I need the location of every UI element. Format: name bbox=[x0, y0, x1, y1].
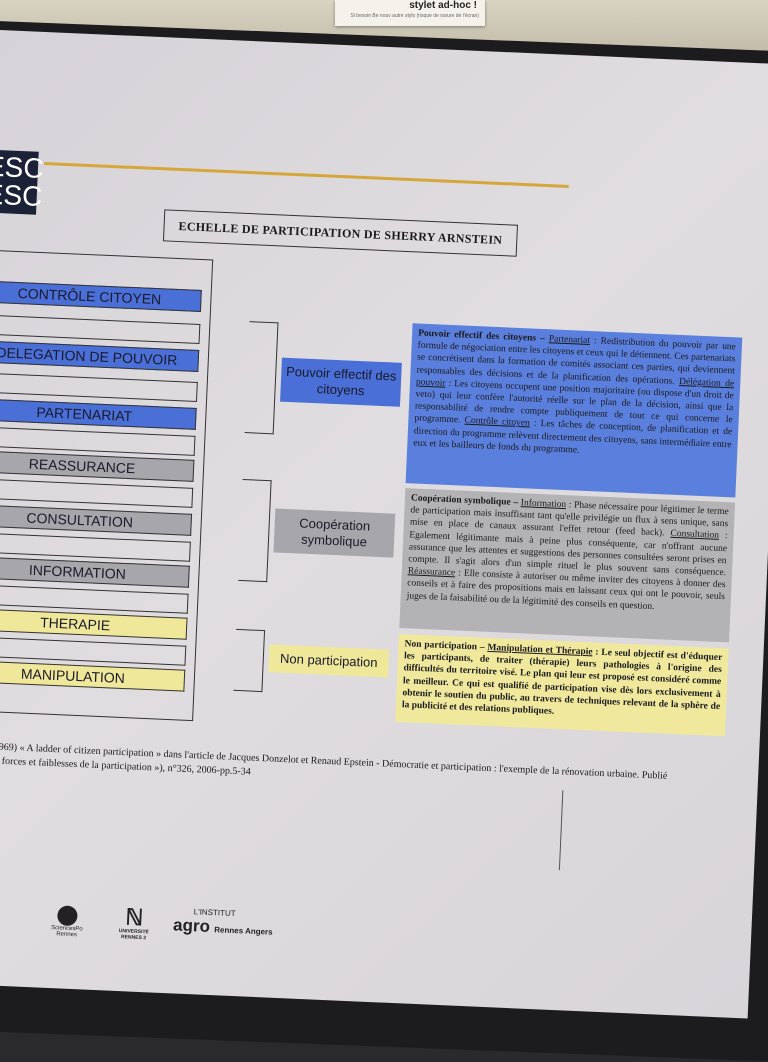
desc-term: Information bbox=[520, 498, 567, 511]
rung-controle-citoyen: CONTRÔLE CITOYEN bbox=[0, 280, 202, 313]
desc-dash: – bbox=[535, 333, 550, 345]
ladder-gap bbox=[0, 635, 187, 666]
desc-term: Consultation bbox=[670, 529, 720, 542]
group-cooperation-symbolique: Coopération symbolique bbox=[273, 508, 396, 558]
desc-heading: Non participation bbox=[404, 639, 478, 653]
ladder-gap bbox=[0, 314, 201, 345]
bracket-non-participation bbox=[233, 628, 266, 693]
description-pouvoir-effectif: Pouvoir effectif des citoyens – Partenar… bbox=[405, 323, 743, 498]
sciencespo-icon bbox=[57, 905, 78, 927]
bracket-pouvoir bbox=[244, 321, 279, 435]
desc-dash: – bbox=[476, 642, 488, 653]
description-non-participation: Non participation – Manipulation et Thér… bbox=[395, 633, 729, 737]
rung-delegation-de-pouvoir: DELEGATION DE POUVOIR bbox=[0, 340, 200, 372]
logo-line-2: ESC bbox=[0, 178, 44, 212]
agro-word: agro bbox=[172, 915, 211, 937]
ladder-gap bbox=[0, 372, 198, 402]
rung-manipulation: MANIPULATION bbox=[0, 659, 186, 692]
univ-rennes2-icon: ℕ bbox=[125, 904, 144, 931]
sciencespo-label: SciencesPo Rennes bbox=[50, 925, 83, 939]
reference-citation: rnstein (1969) « A ladder of citizen par… bbox=[0, 739, 760, 802]
group-pouvoir-effectif: Pouvoir effectif des citoyens bbox=[280, 357, 402, 407]
univ-rennes2-logo: ℕ UNIVERSITÉ RENNES 2 bbox=[110, 904, 157, 942]
univ-rennes2-label: UNIVERSITÉ RENNES 2 bbox=[118, 928, 149, 942]
agro-cities: Rennes Angers bbox=[214, 925, 273, 937]
sciencespo-logo: SciencesPo Rennes bbox=[44, 905, 89, 939]
desc-text: : Le seul objectif est d'éduquer les par… bbox=[401, 647, 723, 717]
slide-screen: ESC ESC ECHELLE DE PARTICIPATION DE SHER… bbox=[0, 30, 768, 1019]
vertical-divider bbox=[558, 790, 564, 871]
desc-term: Réassurance bbox=[407, 566, 456, 579]
sticky-note-text: Si besoin Be nouv autre stylo (risque de… bbox=[350, 13, 479, 19]
rung-information: INFORMATION bbox=[0, 556, 190, 588]
ladder-gap bbox=[0, 532, 191, 562]
desc-term: Partenariat bbox=[548, 334, 591, 347]
partner-logos: SA SciencesPo Rennes ℕ UNIVERSITÉ RENNES… bbox=[0, 897, 374, 975]
rung-therapie: THERAPIE bbox=[0, 608, 188, 640]
participation-ladder: CONTRÔLE CITOYEN DELEGATION DE POUVOIR P… bbox=[0, 249, 214, 722]
gold-divider bbox=[44, 162, 569, 188]
school-logo: ESC ESC bbox=[0, 149, 45, 215]
rung-partenariat: PARTENARIAT bbox=[0, 398, 197, 430]
desc-term: Contrôle citoyen bbox=[464, 416, 531, 429]
sticky-note-title: stylet ad-hoc ! bbox=[409, 0, 477, 11]
description-cooperation: Coopération symbolique – Information : P… bbox=[399, 488, 736, 643]
rung-consultation: CONSULTATION bbox=[0, 504, 193, 536]
institut-agro-logo: L'INSTITUT agro Rennes Angers bbox=[173, 906, 284, 940]
desc-dash: – bbox=[510, 497, 521, 509]
ladder-gap bbox=[0, 426, 196, 456]
logo-line-1: ESC bbox=[0, 150, 45, 185]
ladder-gap bbox=[0, 478, 194, 508]
ladder-gap bbox=[0, 584, 189, 614]
group-non-participation: Non participation bbox=[268, 644, 390, 678]
sticky-note: stylet ad-hoc ! Si besoin Be nouv autre … bbox=[335, 0, 485, 26]
slide-title: ECHELLE DE PARTICIPATION DE SHERRY ARNST… bbox=[162, 209, 518, 257]
bracket-cooperation bbox=[238, 479, 272, 583]
rung-reassurance: REASSURANCE bbox=[0, 450, 195, 482]
